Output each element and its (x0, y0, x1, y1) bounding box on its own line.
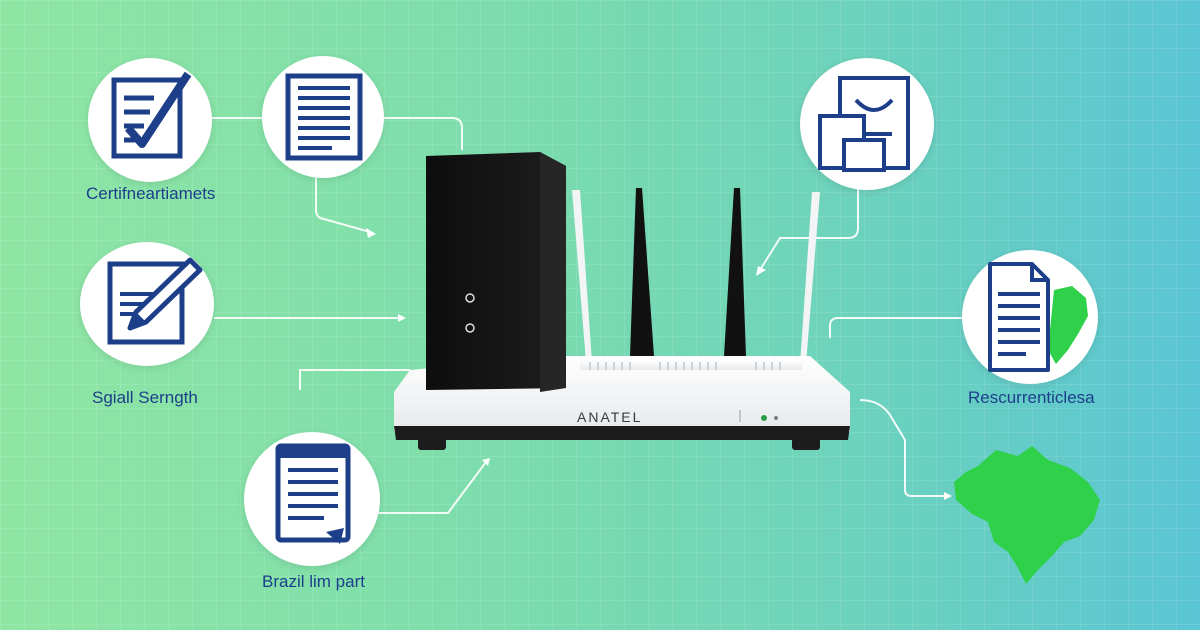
form-document-icon (275, 443, 351, 544)
router-brand-label: ANATEL (577, 409, 643, 425)
map-document-circle (962, 250, 1098, 384)
edit-document-circle (80, 242, 214, 366)
connector-certificate (759, 180, 859, 271)
certification-label: Certifneartiamets (86, 184, 216, 203)
brazil-map-icon (954, 446, 1100, 584)
map-document-icon (988, 262, 1088, 372)
document-circle (262, 56, 384, 178)
router-status-led (761, 415, 767, 421)
brazil-import-label: Brazil lim part (262, 572, 365, 591)
connector-form (352, 461, 487, 514)
certificate-circle (800, 58, 934, 190)
antenna-black-right (724, 188, 746, 356)
antenna-white-right (800, 192, 820, 364)
connector-document (360, 117, 463, 150)
connector-document-to-device (315, 178, 371, 233)
checklist-circle (88, 58, 212, 182)
router-vents (580, 360, 802, 370)
connector-brazil (859, 399, 948, 497)
antenna-white-left (572, 190, 592, 362)
connector-import (299, 369, 410, 390)
form-document-circle (244, 432, 380, 566)
black-tower (426, 152, 566, 390)
antenna-black-left (630, 188, 654, 356)
signal-strength-label: Sgiall Serngth (92, 388, 198, 407)
connector-requirements (829, 317, 964, 338)
edit-document-icon (107, 257, 203, 345)
certificate-icon (818, 76, 910, 172)
checklist-icon (111, 71, 192, 159)
requirements-label: Rescurrenticlesa (968, 388, 1095, 407)
document-icon (285, 73, 363, 161)
